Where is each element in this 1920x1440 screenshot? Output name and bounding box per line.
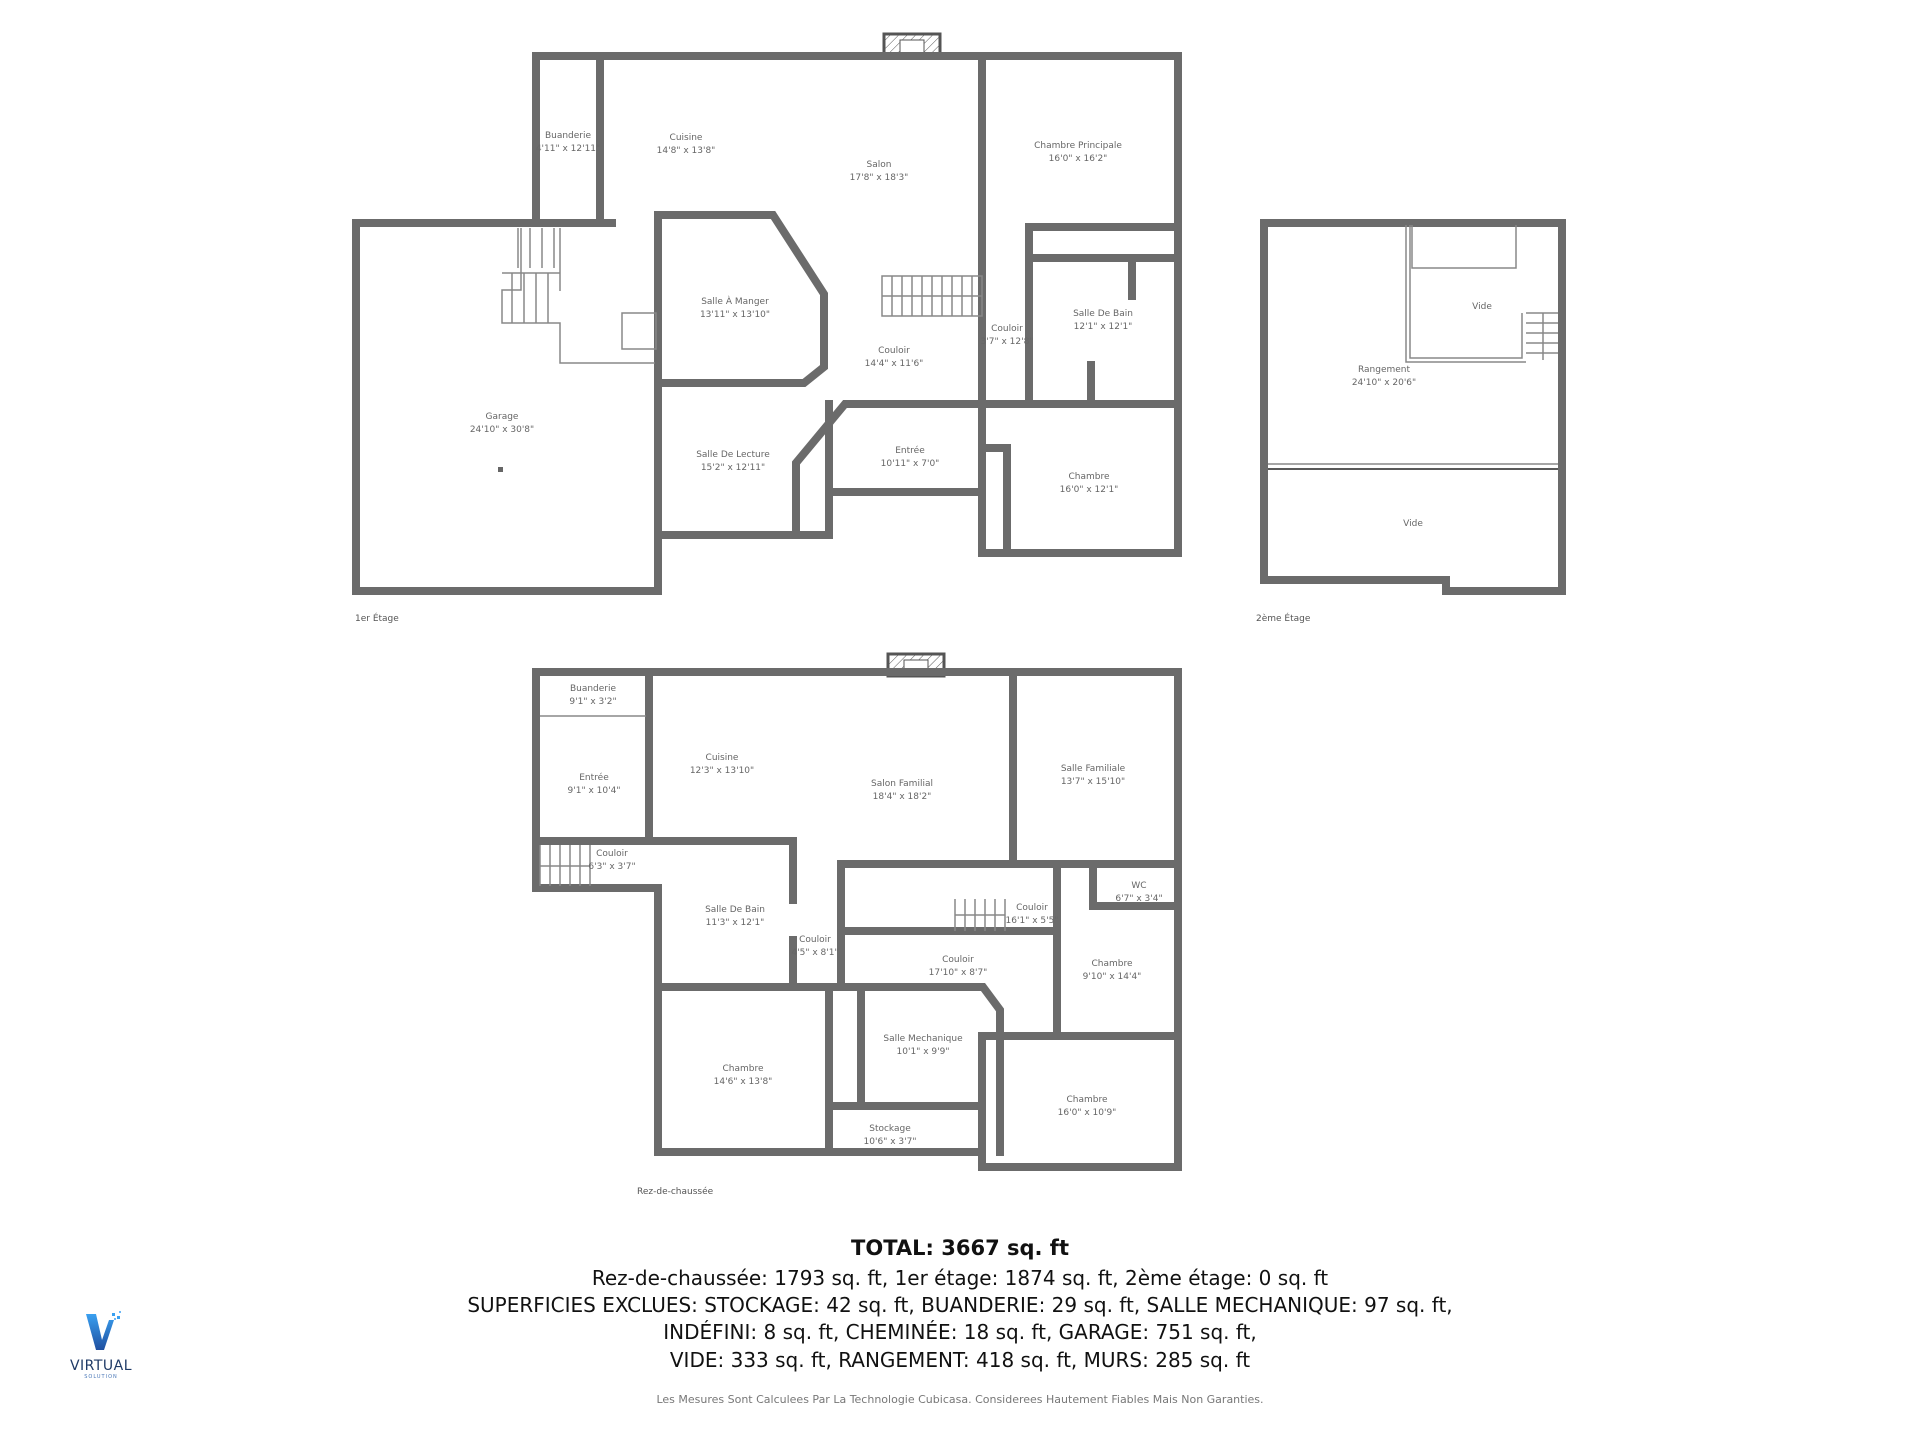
room-dimensions: 12'1" x 12'1" [1074, 322, 1133, 332]
room-dimensions: 9'1" x 10'4" [568, 786, 621, 796]
room-name: Buanderie [545, 131, 592, 141]
room-name: Cuisine [706, 753, 739, 763]
room-name: Cuisine [670, 133, 703, 143]
room-name: Salle À Manger [701, 295, 769, 307]
room-dimensions: 11'3" x 12'1" [706, 918, 765, 928]
room-dimensions: 14'6" x 13'8" [714, 1077, 773, 1087]
room-dimensions: 24'10" x 20'6" [1352, 378, 1416, 388]
room-name: Chambre [1068, 472, 1109, 482]
room-dimensions: 18'4" x 18'2" [873, 792, 932, 802]
room-name: Salle De Bain [705, 905, 765, 915]
room-name: Chambre Principale [1034, 141, 1122, 151]
room-name: Salle Mechanique [883, 1034, 963, 1044]
room-dimensions: 9'1" x 3'2" [569, 697, 616, 707]
room-dimensions: 3'7" x 12'8" [981, 337, 1034, 347]
room-dimensions: 16'0" x 12'1" [1060, 485, 1119, 495]
room-dimensions: 4'11" x 12'11" [536, 144, 600, 154]
room-name: Chambre [1066, 1095, 1107, 1105]
room-dimensions: 10'1" x 9'9" [897, 1047, 950, 1057]
room-name: Salle Familiale [1061, 764, 1126, 774]
summary-line: INDÉFINI: 8 sq. ft, CHEMINÉE: 18 sq. ft,… [663, 1320, 1257, 1344]
second-floor-plan [1260, 219, 1566, 595]
summary-line: Rez-de-chaussée: 1793 sq. ft, 1er étage:… [591, 1266, 1329, 1290]
room-dimensions: 16'0" x 16'2" [1049, 154, 1108, 164]
room-name: Buanderie [570, 684, 617, 694]
room-name: Vide [1403, 519, 1423, 529]
room-name: Chambre [1091, 959, 1132, 969]
room-name: Salle De Lecture [696, 450, 770, 460]
room-name: Salon [867, 160, 892, 170]
room-dimensions: 15'2" x 12'11" [701, 463, 765, 473]
room-dimensions: 6'7" x 3'4" [1115, 894, 1162, 904]
room-name: Salon Familial [871, 779, 933, 789]
floor-label-ground: Rez-de-chaussée [637, 1186, 714, 1197]
room-dimensions: 10'6" x 3'7" [864, 1137, 917, 1147]
room-labels: Buanderie 4'11" x 12'11" Cuisine 14'8" x 13… [470, 131, 1492, 1147]
disclaimer: Les Mesures Sont Calculees Par La Techno… [656, 1393, 1264, 1406]
room-dimensions: 14'4" x 11'6" [865, 359, 924, 369]
room-dimensions: 17'10" x 8'7" [929, 968, 988, 978]
room-dimensions: 17'8" x 18'3" [850, 173, 909, 183]
room-name: WC [1131, 881, 1146, 891]
room-dimensions: 14'8" x 13'8" [657, 146, 716, 156]
v-logo-icon [86, 1311, 121, 1350]
total-area: TOTAL: 3667 sq. ft [851, 1236, 1069, 1260]
room-dimensions: 4'5" x 8'1" [791, 948, 838, 958]
room-dimensions: 13'7" x 15'10" [1061, 777, 1125, 787]
room-name: Couloir [596, 849, 628, 859]
room-name: Garage [486, 412, 519, 422]
room-dimensions: 16'0" x 10'9" [1058, 1108, 1117, 1118]
room-dimensions: 9'10" x 14'4" [1083, 972, 1142, 982]
staircase [539, 845, 1006, 931]
room-name: Couloir [942, 955, 974, 965]
room-name: Couloir [799, 935, 831, 945]
room-dimensions: 13'11" x 13'10" [700, 310, 770, 320]
logo: VIRTUAL SOLUTION [56, 1310, 146, 1380]
logo-brand: VIRTUAL [69, 1358, 133, 1374]
room-name: Entrée [579, 772, 609, 783]
room-name: Salle De Bain [1073, 309, 1133, 319]
room-name: Couloir [878, 346, 910, 356]
summary-line: SUPERFICIES EXCLUES: STOCKAGE: 42 sq. ft… [467, 1293, 1453, 1317]
summary-line: VIDE: 333 sq. ft, RANGEMENT: 418 sq. ft,… [669, 1348, 1251, 1372]
ground-floor-plan [532, 652, 1182, 1171]
room-name: Entrée [895, 445, 925, 456]
floor-label-second: 2ème Étage [1256, 612, 1311, 624]
room-dimensions: 24'10" x 30'8" [470, 425, 534, 435]
staircase [881, 275, 983, 317]
room-name: Couloir [991, 324, 1023, 334]
room-name: Stockage [869, 1124, 911, 1134]
room-dimensions: 12'3" x 13'10" [690, 766, 754, 776]
room-name: Rangement [1358, 365, 1411, 375]
room-dimensions: 6'3" x 3'7" [588, 862, 635, 872]
room-name: Chambre [722, 1064, 763, 1074]
room-name: Couloir [1016, 903, 1048, 913]
logo-sub: SOLUTION [84, 1374, 118, 1380]
room-name: Vide [1472, 302, 1492, 312]
room-dimensions: 16'1" x 5'5" [1006, 916, 1059, 926]
first-floor-plan [352, 32, 1182, 595]
staircase [501, 228, 657, 364]
room-dimensions: 10'11" x 7'0" [881, 459, 940, 469]
floor-label-first: 1er Étage [355, 612, 399, 624]
